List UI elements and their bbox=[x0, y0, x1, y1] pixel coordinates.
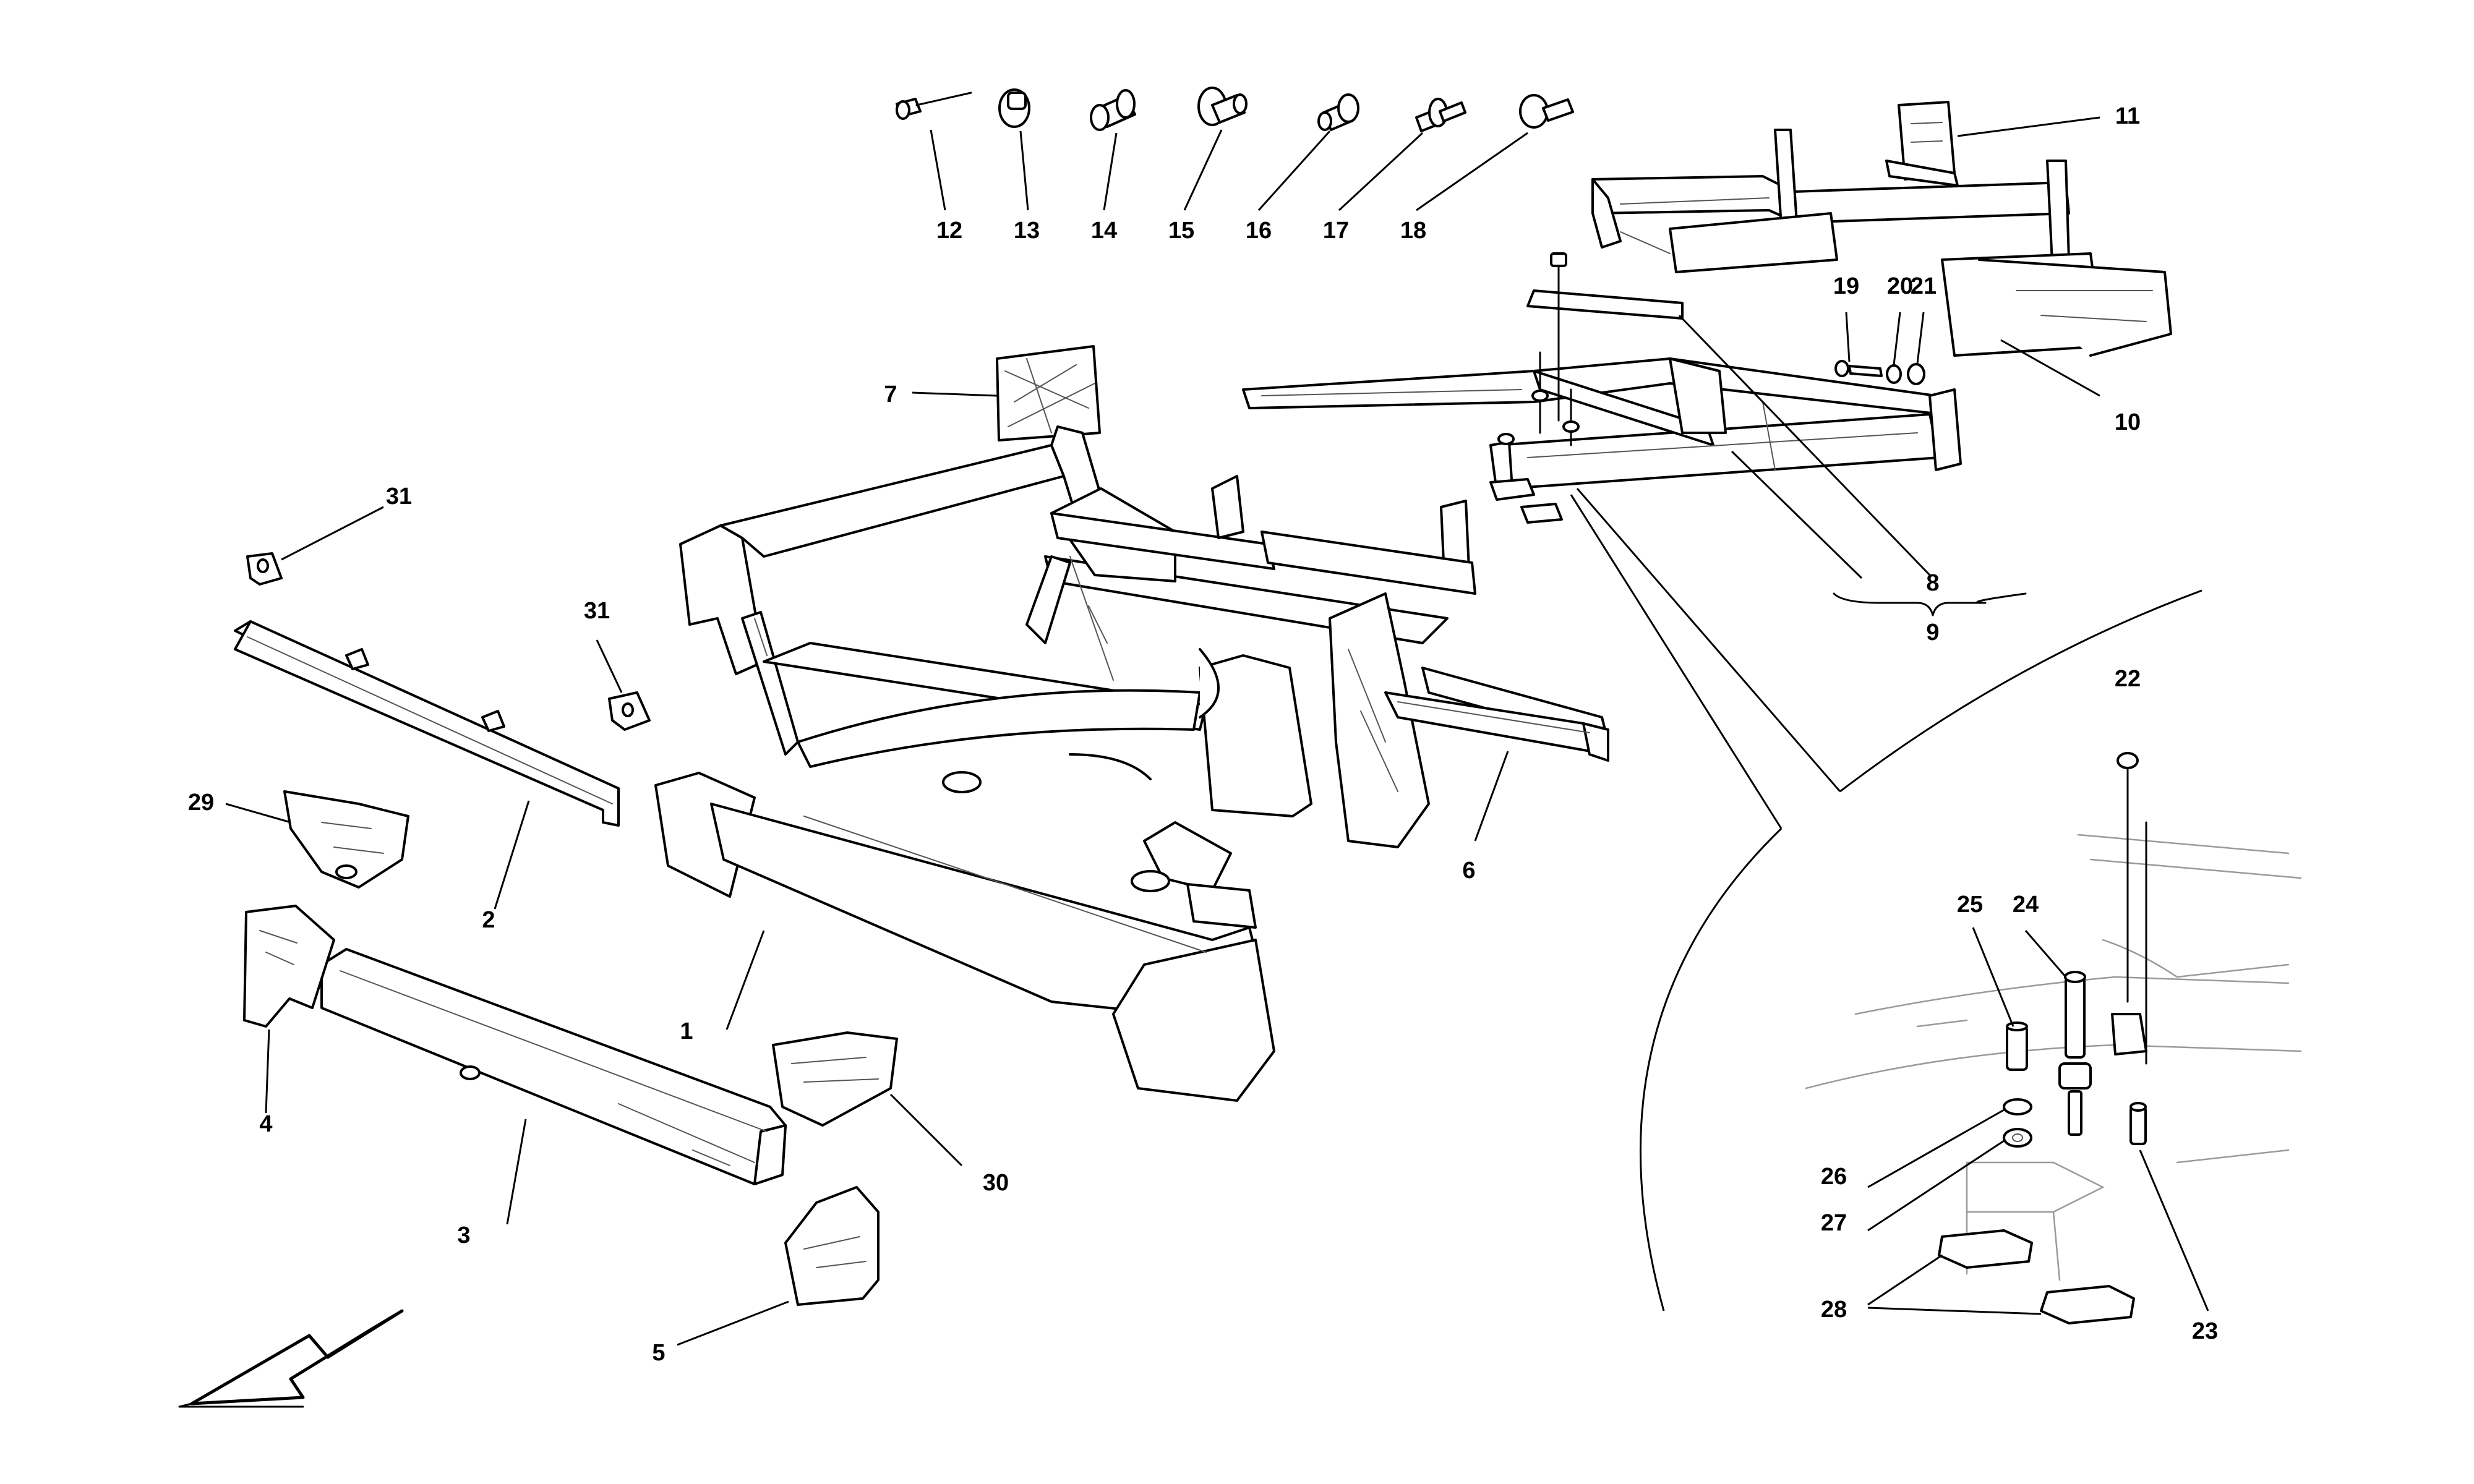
fastener-16 bbox=[1317, 93, 1359, 131]
detail-inset-ghost bbox=[1805, 834, 2302, 1281]
part-11-bracket bbox=[1885, 101, 2100, 187]
callout-28: 28 bbox=[1821, 1297, 1847, 1323]
part-4-side-bracket bbox=[243, 905, 335, 1114]
callout-17: 17 bbox=[1323, 218, 1349, 244]
callout-11: 11 bbox=[2115, 103, 2140, 129]
part-31-nut-a bbox=[246, 506, 384, 586]
leaders-top-fasteners bbox=[930, 129, 1528, 211]
callout-4: 4 bbox=[259, 1111, 272, 1137]
part-29-bracket bbox=[225, 790, 409, 889]
fastener-13 bbox=[998, 88, 1030, 128]
fastener-14 bbox=[1090, 89, 1136, 131]
fastener-15 bbox=[1197, 87, 1248, 126]
part-2-front-beam bbox=[234, 620, 620, 910]
callout-12: 12 bbox=[936, 218, 962, 244]
callout-2: 2 bbox=[482, 907, 495, 933]
callout-31-a: 31 bbox=[386, 484, 412, 510]
fasteners-8-9 bbox=[1497, 252, 1863, 579]
callout-24: 24 bbox=[2013, 892, 2039, 918]
callout-8: 8 bbox=[1926, 570, 1939, 596]
part-3-lower-beam bbox=[320, 948, 787, 1225]
callout-14: 14 bbox=[1091, 218, 1117, 244]
callout-22: 22 bbox=[2115, 666, 2141, 692]
callout-25: 25 bbox=[1957, 892, 1983, 918]
callout-19: 19 bbox=[1833, 273, 1859, 299]
callout-labels: 1 2 3 4 5 6 7 8 9 10 11 12 13 14 15 16 1… bbox=[188, 103, 2218, 1366]
callout-16: 16 bbox=[1246, 218, 1272, 244]
callout-29: 29 bbox=[188, 790, 214, 816]
callout-5: 5 bbox=[652, 1340, 665, 1366]
direction-arrow-icon bbox=[178, 1309, 404, 1408]
part-7-cover bbox=[912, 345, 1101, 441]
callout-1: 1 bbox=[680, 1018, 693, 1044]
callout-6: 6 bbox=[1462, 858, 1475, 884]
callout-9: 9 bbox=[1926, 620, 1939, 646]
callout-21: 21 bbox=[1911, 273, 1937, 299]
detail-inset-hardware bbox=[1867, 752, 2209, 1324]
callout-3: 3 bbox=[457, 1222, 470, 1248]
part-1-front-frame bbox=[654, 425, 1609, 1102]
callout-31-b: 31 bbox=[584, 598, 610, 624]
detail-inset-outline bbox=[1570, 488, 2202, 1311]
callout-13: 13 bbox=[1014, 218, 1040, 244]
part-10-rear-crossmember bbox=[1591, 129, 2172, 397]
brace-9 bbox=[1833, 592, 2027, 616]
callout-26: 26 bbox=[1821, 1164, 1847, 1190]
callout-7: 7 bbox=[884, 382, 897, 407]
fastener-12 bbox=[896, 92, 972, 120]
callout-27: 27 bbox=[1821, 1210, 1847, 1236]
fasteners-19-21 bbox=[1834, 312, 1925, 385]
callout-18: 18 bbox=[1400, 218, 1426, 244]
fastener-17 bbox=[1415, 98, 1466, 132]
callout-23: 23 bbox=[2192, 1318, 2218, 1344]
callout-20: 20 bbox=[1887, 273, 1913, 299]
callout-10: 10 bbox=[2115, 409, 2141, 435]
part-8-plate bbox=[1526, 289, 1931, 576]
part-9-subframe bbox=[1242, 357, 1962, 524]
part-5-corner-bracket bbox=[677, 1186, 880, 1346]
part-6-longitudinal bbox=[1384, 691, 1609, 842]
part-30-bracket bbox=[772, 1031, 963, 1167]
callout-30: 30 bbox=[983, 1170, 1009, 1196]
part-31-nut-b bbox=[596, 639, 651, 731]
fastener-18 bbox=[1519, 94, 1574, 129]
callout-15: 15 bbox=[1168, 218, 1194, 244]
